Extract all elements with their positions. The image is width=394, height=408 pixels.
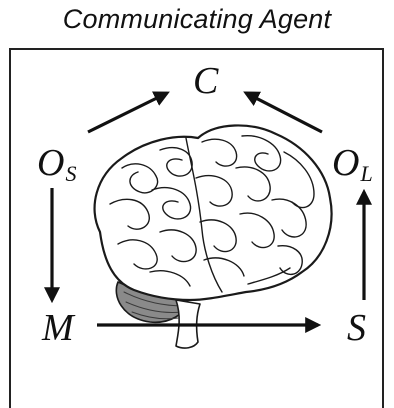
node-ol-subscript: L (360, 161, 373, 186)
node-c-label: C (193, 60, 219, 102)
diagram-canvas: Communicating Agent (9, 4, 384, 408)
node-s: S (347, 309, 366, 347)
diagram-graphics (44, 91, 372, 349)
node-c: C (193, 62, 218, 100)
arrow-os-to-c (87, 91, 170, 134)
diagram-title: Communicating Agent (62, 4, 332, 34)
node-os-subscript: S (65, 161, 77, 186)
agent-frame (9, 48, 384, 408)
node-ol-label: O (332, 142, 360, 184)
node-ol: OL (332, 144, 373, 185)
node-s-label: S (347, 307, 366, 349)
node-m-label: M (42, 307, 74, 349)
node-os-label: O (37, 142, 65, 184)
arrow-ol-to-c (243, 91, 323, 134)
node-m: M (42, 309, 74, 347)
cerebrum-shape (93, 124, 333, 302)
node-os: OS (37, 144, 76, 185)
brain-icon (93, 124, 333, 349)
